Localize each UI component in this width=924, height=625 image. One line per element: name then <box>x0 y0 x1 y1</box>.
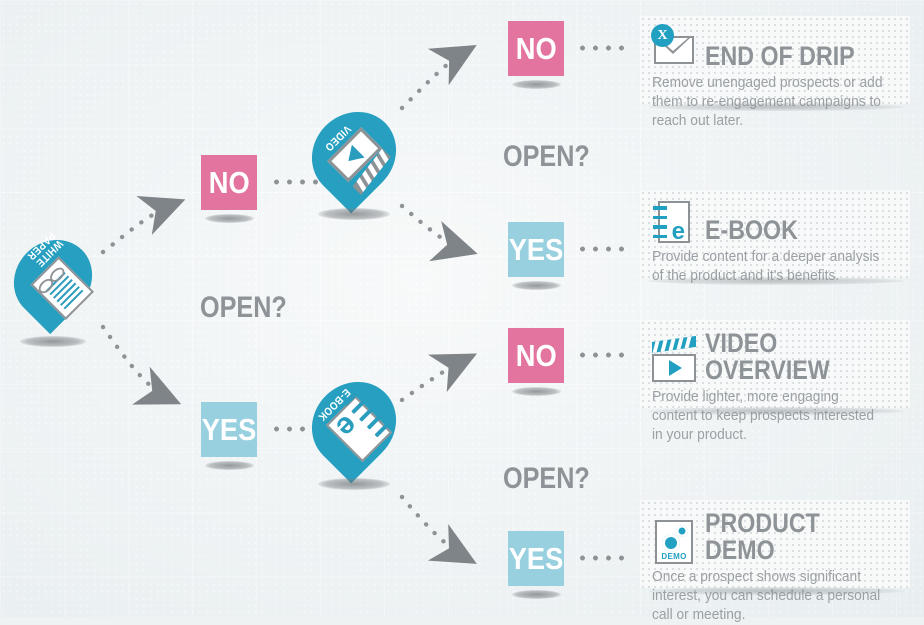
x-badge: X <box>651 24 674 47</box>
play-icon <box>669 360 682 376</box>
connector-yes3-to-card <box>576 555 624 561</box>
card-e-book[interactable]: e E-BOOK Provide content for a deeper an… <box>640 190 910 285</box>
card-body: Once a prospect shows significant intere… <box>652 569 881 624</box>
chip-label: YES <box>508 540 564 576</box>
chip-yes-3[interactable]: YES <box>508 531 564 586</box>
shadow-video <box>318 208 390 220</box>
decision-label-open-1: OPEN? <box>200 291 287 324</box>
card-body: Remove unengaged prospects or add them t… <box>652 75 883 130</box>
chip-no-3[interactable]: NO <box>508 328 564 383</box>
chip-label: NO <box>515 337 557 373</box>
card-header: e E-BOOK <box>652 200 896 244</box>
chip-label: NO <box>208 164 250 200</box>
envelope-x-icon: X <box>651 24 696 70</box>
arrow-ebook-to-no <box>399 353 478 403</box>
card-header: X END OF DRIP <box>651 24 896 71</box>
chip-no-2[interactable]: NO <box>508 21 564 76</box>
chip-label: YES <box>201 411 257 447</box>
card-title: E-BOOK <box>705 215 798 245</box>
shadow-ebook <box>318 478 390 490</box>
document-glasses-icon <box>30 256 95 321</box>
shadow-chip-no-1 <box>205 214 254 223</box>
card-body: Provide lighter, more engaging content t… <box>652 389 875 444</box>
gears-demo-icon: DEMO <box>652 520 696 564</box>
card-title: PRODUCT DEMO <box>705 508 820 565</box>
shadow-chip-yes-2 <box>512 281 561 290</box>
droplet-content: VIDEO <box>295 95 414 214</box>
arrow-video-to-no <box>399 44 477 111</box>
connector-no3-to-card <box>576 352 624 358</box>
connector-no2-to-card <box>576 45 624 51</box>
node-white-paper[interactable]: WHITE PAPER <box>0 223 109 335</box>
shadow-chip-yes-1 <box>205 461 254 470</box>
connector-no1-to-video <box>270 179 318 185</box>
decision-label-open-2: OPEN? <box>503 140 590 173</box>
chip-yes-2[interactable]: YES <box>508 222 564 277</box>
card-body: Provide content for a deeper analysis of… <box>652 249 880 285</box>
ebook-letter: e <box>671 218 685 245</box>
gear-small-icon <box>676 525 688 537</box>
droplet-content: WHITE PAPER <box>0 224 108 334</box>
chip-yes-1[interactable]: YES <box>201 402 257 457</box>
ebook-spiral-icon: e <box>652 200 696 244</box>
chip-label: NO <box>515 30 557 66</box>
clapperboard-play-icon <box>652 335 696 384</box>
card-product-demo[interactable]: DEMO PRODUCT DEMO Once a prospect shows … <box>640 500 910 623</box>
arrow-video-to-yes <box>399 203 478 262</box>
arrow-wp-to-no <box>100 196 186 255</box>
chip-no-1[interactable]: NO <box>201 155 257 210</box>
card-video-overview[interactable]: VIDEO OVERVIEW Provide lighter, more eng… <box>640 320 910 443</box>
card-end-of-drip[interactable]: X END OF DRIP Remove unengaged prospects… <box>640 16 910 129</box>
play-icon <box>342 144 366 168</box>
card-header: VIDEO OVERVIEW <box>652 330 896 384</box>
card-title: VIDEO OVERVIEW <box>705 328 830 385</box>
shadow-chip-yes-3 <box>512 590 561 599</box>
demo-label: DEMO <box>661 552 687 561</box>
arrow-ebook-to-yes <box>399 494 477 564</box>
node-ebook[interactable]: e E-BOOK <box>294 364 414 484</box>
card-title: END OF DRIP <box>705 41 855 71</box>
decision-label-open-3: OPEN? <box>503 462 590 495</box>
arrow-wp-to-yes <box>100 324 182 405</box>
droplet-content: e E-BOOK <box>295 365 414 484</box>
node-video[interactable]: VIDEO <box>294 94 414 214</box>
gear-large-icon <box>662 534 680 552</box>
shadow-chip-no-2 <box>512 80 561 89</box>
card-header: DEMO PRODUCT DEMO <box>652 510 896 564</box>
connector-yes2-to-card <box>576 246 624 252</box>
connector-yes1-to-ebook <box>270 426 318 432</box>
chip-label: YES <box>508 231 564 267</box>
glasses-icon <box>38 267 65 294</box>
shadow-chip-no-3 <box>512 387 561 396</box>
shadow-white-paper <box>20 336 86 347</box>
